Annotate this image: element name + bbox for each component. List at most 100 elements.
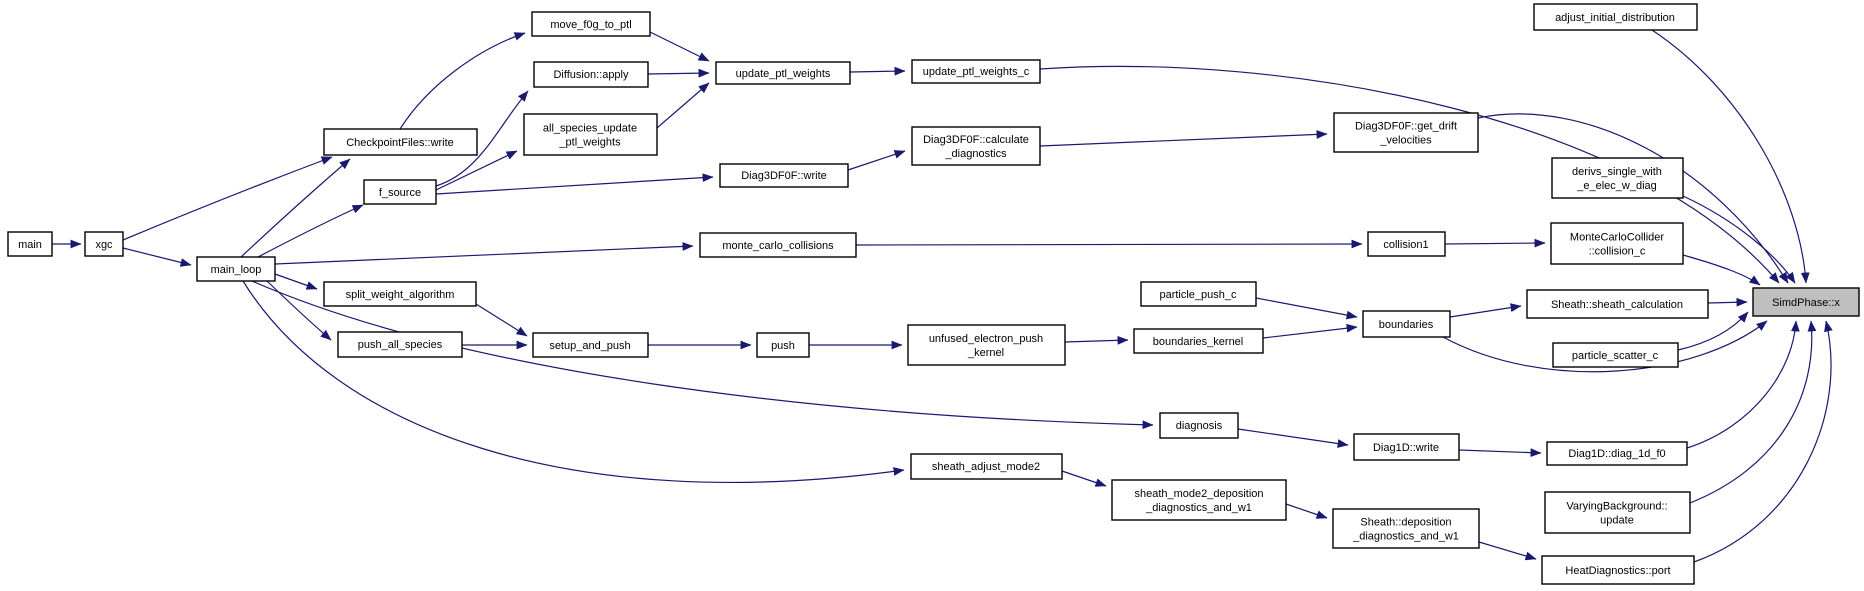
node-diffusion-apply[interactable]: Diffusion::apply bbox=[533, 61, 649, 88]
edge-unfused-electron-push-kernel-boundaries-kernel bbox=[1064, 335, 1129, 345]
node-sheath-sheath-calculation[interactable]: Sheath::sheath_calculation bbox=[1526, 289, 1709, 319]
svg-text:_diagnostics_and_w1: _diagnostics_and_w1 bbox=[1352, 531, 1459, 543]
edge-xgc-checkpointfiles-write bbox=[122, 156, 333, 241]
svg-text:MonteCarloCollider: MonteCarloCollider bbox=[1570, 232, 1664, 244]
svg-text:split_weight_algorithm: split_weight_algorithm bbox=[346, 289, 455, 301]
edge-main-loop-sheath-adjust-mode2 bbox=[242, 280, 905, 484]
node-diagnosis[interactable]: diagnosis bbox=[1159, 412, 1239, 439]
svg-text:all_species_update: all_species_update bbox=[543, 123, 637, 135]
node-adjust-initial-distribution[interactable]: adjust_initial_distribution bbox=[1533, 3, 1698, 31]
edge-f-source-diag3df0f-write bbox=[435, 173, 714, 195]
edge-f-source-all-species-update-ptl-weights bbox=[435, 150, 518, 191]
edge-layer bbox=[52, 29, 1833, 563]
node-collision1[interactable]: collision1 bbox=[1367, 231, 1446, 257]
svg-text:_diagnostics_and_w1: _diagnostics_and_w1 bbox=[1145, 502, 1252, 514]
node-heatdiagnostics-port[interactable]: HeatDiagnostics::port bbox=[1541, 555, 1695, 585]
edge-adjust-initial-distribution-simdphase-x bbox=[1651, 29, 1810, 284]
edge-derivs-single-with-e-elec-w-diag-simdphase-x bbox=[1682, 195, 1796, 284]
node-diag1d-write[interactable]: Diag1D::write bbox=[1353, 433, 1460, 461]
node-xgc[interactable]: xgc bbox=[84, 231, 124, 257]
edge-checkpointfiles-write-move-f0g-to-ptl bbox=[399, 32, 526, 130]
svg-text:sheath_mode2_deposition: sheath_mode2_deposition bbox=[1134, 488, 1263, 500]
svg-text:::collision_c: ::collision_c bbox=[1589, 246, 1646, 258]
edge-diag3df0f-write-diag3df0f-calculate-diagnostics bbox=[847, 150, 906, 171]
edge-diag1d-write-diag1d-diag-1d-f0 bbox=[1458, 448, 1542, 458]
svg-text:_e_elec_w_diag: _e_elec_w_diag bbox=[1576, 180, 1657, 192]
node-main[interactable]: main bbox=[7, 231, 53, 257]
svg-text:Sheath::deposition: Sheath::deposition bbox=[1360, 517, 1451, 529]
svg-text:push_all_species: push_all_species bbox=[358, 339, 443, 351]
node-split-weight-algorithm[interactable]: split_weight_algorithm bbox=[323, 281, 477, 307]
edge-main-loop-split-weight-algorithm bbox=[274, 273, 318, 290]
svg-text:Diag1D::write: Diag1D::write bbox=[1373, 442, 1439, 454]
svg-text:setup_and_push: setup_and_push bbox=[549, 340, 630, 352]
node-montecarlocollider-collision-c[interactable]: MonteCarloCollider ::collision_c bbox=[1550, 222, 1684, 265]
edge-sheath-deposition-heatdiagnostics-port bbox=[1478, 541, 1537, 561]
svg-text:boundaries: boundaries bbox=[1379, 319, 1434, 331]
edge-f-source-diffusion-apply bbox=[435, 90, 529, 187]
svg-text:Diag3DF0F::calculate: Diag3DF0F::calculate bbox=[923, 134, 1029, 146]
edge-update-ptl-weights-update-ptl-weights-c bbox=[849, 66, 906, 76]
edge-sheath-sheath-calculation-simdphase-x bbox=[1707, 297, 1748, 307]
svg-text:push: push bbox=[771, 340, 795, 352]
svg-text:_ptl_weights: _ptl_weights bbox=[558, 137, 621, 149]
edge-all-species-update-ptl-weights-update-ptl-weights bbox=[656, 82, 710, 129]
svg-text:unfused_electron_push: unfused_electron_push bbox=[929, 333, 1043, 345]
node-f-source[interactable]: f_source bbox=[363, 179, 437, 205]
svg-text:sheath_adjust_mode2: sheath_adjust_mode2 bbox=[932, 461, 1040, 473]
svg-text:main_loop: main_loop bbox=[211, 264, 262, 276]
node-diag3df0f-calculate-diagnostics[interactable]: Diag3DF0F::calculate _diagnostics bbox=[911, 126, 1041, 166]
node-setup-and-push[interactable]: setup_and_push bbox=[532, 332, 649, 358]
edge-xgc-main-loop bbox=[122, 247, 192, 267]
node-sheath-deposition-diagnostics-and-w1[interactable]: Sheath::deposition _diagnostics_and_w1 bbox=[1332, 508, 1480, 549]
edge-boundaries-simdphase-x bbox=[1442, 320, 1768, 373]
svg-text:xgc: xgc bbox=[95, 239, 113, 251]
node-particle-push-c[interactable]: particle_push_c bbox=[1140, 281, 1257, 307]
node-diag3df0f-write[interactable]: Diag3DF0F::write bbox=[719, 163, 849, 188]
node-monte-carlo-collisions[interactable]: monte_carlo_collisions bbox=[699, 232, 857, 258]
svg-text:particle_scatter_c: particle_scatter_c bbox=[1572, 350, 1659, 362]
svg-text:update_ptl_weights: update_ptl_weights bbox=[736, 68, 831, 80]
edge-particle-scatter-c-simdphase-x bbox=[1677, 311, 1749, 351]
edge-diagnosis-diag1d-write bbox=[1237, 428, 1349, 448]
edge-main-loop-checkpointfiles-write bbox=[240, 158, 351, 258]
node-main-loop[interactable]: main_loop bbox=[196, 256, 276, 282]
edge-diag1d-diag-1d-f0-simdphase-x bbox=[1686, 320, 1800, 449]
node-particle-scatter-c[interactable]: particle_scatter_c bbox=[1552, 342, 1679, 368]
node-sheath-adjust-mode2[interactable]: sheath_adjust_mode2 bbox=[910, 453, 1063, 480]
node-update-ptl-weights-c[interactable]: update_ptl_weights_c bbox=[911, 59, 1041, 84]
svg-text:monte_carlo_collisions: monte_carlo_collisions bbox=[722, 240, 834, 252]
node-move-f0g-to-ptl[interactable]: move_f0g_to_ptl bbox=[531, 11, 651, 37]
node-diag1d-diag-1d-f0[interactable]: Diag1D::diag_1d_f0 bbox=[1546, 441, 1688, 466]
node-checkpointfiles-write[interactable]: CheckpointFiles::write bbox=[323, 128, 478, 156]
svg-text:move_f0g_to_ptl: move_f0g_to_ptl bbox=[550, 19, 631, 31]
svg-text:Diag3DF0F::write: Diag3DF0F::write bbox=[741, 170, 827, 182]
svg-text:update: update bbox=[1600, 515, 1634, 527]
edge-collision1-montecarlocollider-collision-c bbox=[1444, 238, 1546, 248]
svg-text:Diag1D::diag_1d_f0: Diag1D::diag_1d_f0 bbox=[1568, 448, 1665, 460]
node-all-species-update-ptl-weights[interactable]: all_species_update _ptl_weights bbox=[523, 113, 658, 156]
node-update-ptl-weights[interactable]: update_ptl_weights bbox=[715, 61, 851, 85]
svg-text:adjust_initial_distribution: adjust_initial_distribution bbox=[1555, 12, 1675, 24]
node-boundaries-kernel[interactable]: boundaries_kernel bbox=[1133, 328, 1264, 354]
edge-split-weight-algorithm-setup-and-push bbox=[475, 303, 528, 337]
svg-text:main: main bbox=[18, 239, 42, 251]
node-push-all-species[interactable]: push_all_species bbox=[337, 331, 463, 358]
node-push[interactable]: push bbox=[756, 332, 810, 358]
edge-particle-push-c-boundaries bbox=[1255, 297, 1358, 320]
node-sheath-mode2-deposition-diagnostics-and-w1[interactable]: sheath_mode2_deposition _diagnostics_and… bbox=[1111, 479, 1287, 521]
node-derivs-single-with-e-elec-w-diag[interactable]: derivs_single_with _e_elec_w_diag bbox=[1551, 157, 1684, 199]
node-diag3df0f-get-drift-velocities[interactable]: Diag3DF0F::get_drift _velocities bbox=[1333, 112, 1479, 153]
edge-heatdiagnostics-port-simdphase-x bbox=[1693, 320, 1833, 563]
node-unfused-electron-push-kernel[interactable]: unfused_electron_push _kernel bbox=[907, 324, 1066, 366]
svg-text:derivs_single_with: derivs_single_with bbox=[1572, 166, 1662, 178]
edge-main-loop-f-source bbox=[257, 204, 364, 258]
svg-text:Sheath::sheath_calculation: Sheath::sheath_calculation bbox=[1551, 299, 1683, 311]
node-boundaries[interactable]: boundaries bbox=[1362, 310, 1451, 338]
svg-text:update_ptl_weights_c: update_ptl_weights_c bbox=[923, 66, 1030, 78]
node-varyingbackground-update[interactable]: VaryingBackground:: update bbox=[1544, 491, 1691, 534]
edge-varyingbackground-update-simdphase-x bbox=[1689, 320, 1817, 504]
svg-text:f_source: f_source bbox=[379, 187, 421, 199]
edge-move-f0g-to-ptl-update-ptl-weights bbox=[649, 31, 710, 62]
